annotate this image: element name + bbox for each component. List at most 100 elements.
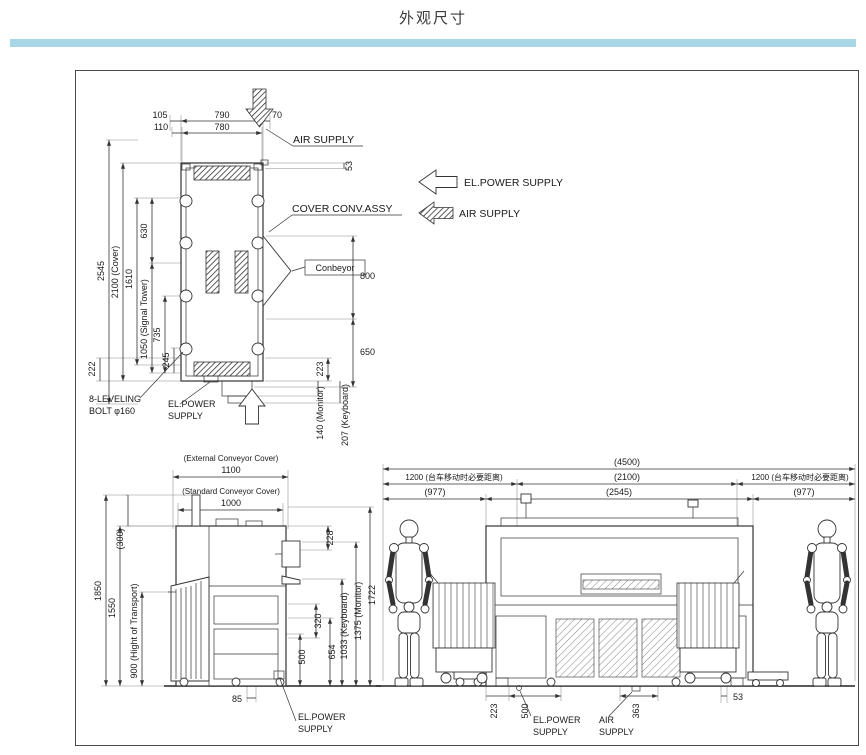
door-panel (555, 618, 595, 678)
power-inlet-fitting (516, 685, 522, 691)
label-el-power-2: SUPPLY (168, 411, 203, 421)
dim-1722: 1722 (367, 585, 377, 605)
dim-2545-front: (2545) (606, 487, 632, 497)
dim-1000: 1000 (221, 498, 241, 508)
dim-53-front: 53 (733, 692, 743, 702)
dim-110: 110 (154, 122, 168, 132)
dim-1050-signal-tower: 1050 (Signal Tower) (139, 279, 149, 359)
legend-el-power-supply: EL.POWER SUPPLY (464, 177, 563, 189)
dim-2100-cover: 2100 (Cover) (110, 246, 120, 299)
conveyor-hatch-top (193, 165, 251, 181)
dim-800: 800 (360, 271, 375, 281)
dim-1033-keyboard: 1033 (Keyboard) (339, 592, 349, 659)
label-el-power-1: EL.POWER (298, 712, 346, 722)
top-view-machine (179, 159, 292, 404)
dim-140-monitor: 140 (Monitor) (315, 386, 325, 440)
dim-228: 228 (325, 530, 335, 545)
label-air-2: SUPPLY (599, 727, 634, 737)
signal-tower-shape (191, 494, 201, 527)
dim-53-top: 53 (344, 161, 354, 171)
air-supply-arrow-icon (418, 201, 454, 225)
dim-1200-right: 1200 (台车移动时必要距离) (751, 472, 849, 482)
label-standard-conveyor-cover: (Standard Conveyor Cover) (182, 487, 280, 496)
dim-207-keyboard: 207 (Keyboard) (340, 384, 350, 446)
el-power-supply-arrow-icon (418, 169, 458, 195)
dim-105: 105 (152, 110, 167, 120)
dim-654: 654 (327, 644, 337, 659)
dim-500-front: 500 (520, 703, 530, 718)
label-air-1: AIR (599, 715, 615, 725)
mannequin-left (386, 520, 433, 686)
mannequin-right (804, 520, 851, 686)
dim-780: 780 (214, 122, 229, 132)
dim-85: 85 (232, 694, 242, 704)
side-view: (External Conveyor Cover) 1100 (Standard… (93, 454, 381, 734)
page-title: 外观尺寸 (398, 10, 467, 27)
dim-790: 790 (214, 110, 229, 120)
dim-500-side: 500 (297, 649, 307, 664)
dim-363: 363 (631, 703, 641, 718)
dim-900-transport: 900 (Hight of Transport) (129, 583, 139, 678)
side-view-machine (164, 494, 381, 687)
dim-1100: 1100 (221, 465, 240, 475)
dim-2545: 2545 (96, 261, 106, 281)
dolly-right (747, 671, 789, 687)
label-conveyor: Conbeyor (315, 263, 354, 273)
supply-legend: EL.POWER SUPPLY AIR SUPPLY (418, 169, 563, 225)
label-leveling-bolt-1: 8-LEVELING (89, 394, 141, 404)
el-power-leader (519, 690, 532, 717)
dim-630: 630 (139, 223, 149, 238)
el-power-arrow-icon (238, 388, 266, 425)
signal-tower-shape (520, 493, 532, 504)
dim-4500: (4500) (614, 457, 640, 467)
label-el-power-1: EL.POWER (168, 399, 216, 409)
label-el-power-2: SUPPLY (533, 727, 568, 737)
air-inlet-fitting (631, 685, 641, 692)
dim-70: 70 (272, 110, 282, 120)
power-inlet-fitting (203, 375, 219, 383)
legend-air-supply: AIR SUPPLY (459, 208, 520, 220)
label-air-supply-top: AIR SUPPLY (293, 134, 354, 146)
dim-245: 245 (161, 352, 171, 367)
dim-1200-left: 1200 (台车移动时必要距离) (405, 472, 503, 482)
power-inlet-fitting (273, 670, 285, 680)
conveyor-window (580, 573, 662, 595)
door-panel (641, 618, 681, 678)
monitor-shape (281, 540, 301, 568)
dim-223-front: 223 (489, 703, 499, 718)
dim-320: 320 (313, 613, 323, 628)
dim-1610: 1610 (124, 269, 134, 289)
keyboard-shape (281, 575, 301, 585)
feeder-trolley-left (427, 570, 496, 684)
header-accent-bar (10, 39, 856, 47)
dim-1550: 1550 (107, 598, 117, 618)
air-supply-arrow-icon (245, 88, 274, 128)
air-supply-leader (608, 691, 633, 717)
side-view-dimension-lines (103, 474, 373, 699)
dim-223-top: 223 (315, 361, 325, 376)
dim-300: (300) (115, 528, 125, 549)
front-view: (4500) 1200 (台车移动时必要距离) (2100) 1200 (台车移… (376, 457, 856, 737)
top-view: 105 790 70 110 780 53 2545 2100 (Cover) … (87, 88, 402, 446)
door-panel (598, 618, 638, 678)
dim-2100-front: (2100) (614, 472, 640, 482)
label-external-conveyor-cover: (External Conveyor Cover) (184, 454, 279, 463)
technical-drawing: 105 790 70 110 780 53 2545 2100 (Cover) … (87, 88, 856, 737)
dim-1850: 1850 (93, 581, 103, 601)
dim-1375-monitor: 1375 (Monitor) (353, 582, 363, 641)
label-el-power-2: SUPPLY (298, 724, 333, 734)
monitor-shape (221, 380, 253, 397)
el-power-leader (279, 678, 297, 722)
dim-650: 650 (360, 347, 375, 357)
label-cover-conv-assy: COVER CONV.ASSY (292, 203, 393, 215)
top-view-callouts (139, 128, 402, 405)
cover-conv-assy-shape (262, 234, 292, 308)
drawing-frame: 105 790 70 110 780 53 2545 2100 (Cover) … (75, 70, 859, 746)
air-inlet-fitting (260, 159, 269, 166)
dim-735: 735 (152, 327, 162, 342)
label-leveling-bolt-2: BOLT φ160 (89, 406, 135, 416)
feeder-bank-shape (170, 576, 210, 682)
feeder-trolley-right (676, 570, 745, 684)
conveyor-hatch-bottom (193, 361, 251, 377)
